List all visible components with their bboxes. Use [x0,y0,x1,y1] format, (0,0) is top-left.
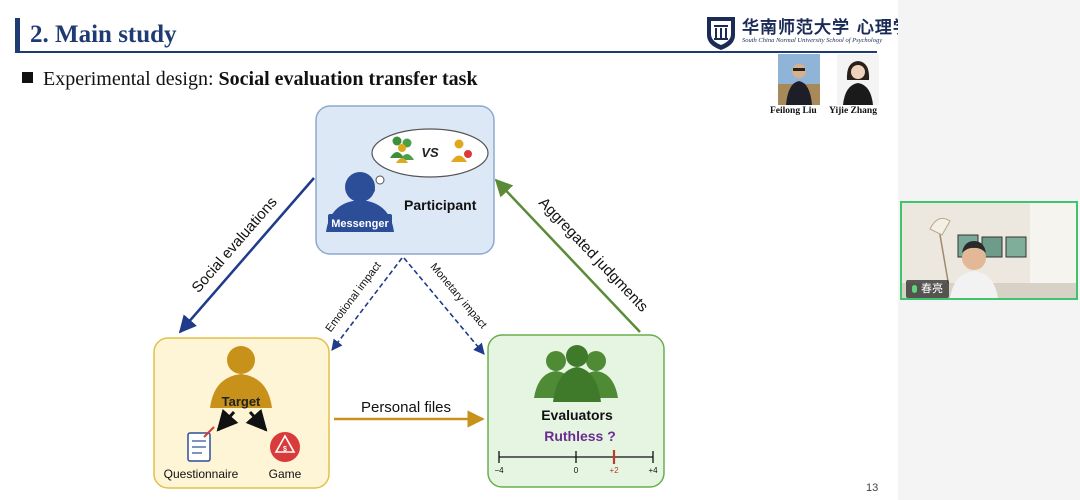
evaluators-node: Evaluators Ruthless ? −4 0 +2 +4 [487,334,665,488]
microphone-icon [912,285,917,293]
evaluators-label: Evaluators [541,407,613,423]
vs-label: VS [421,145,439,160]
messenger-person-icon [326,172,394,232]
participant-name-tag: 春亮 [906,280,949,298]
green-group-icon [390,136,414,163]
scale-min-label: −4 [494,466,504,475]
questionnaire-icon [187,426,215,462]
evaluators-box [487,334,665,488]
label-aggregated-judgments: Aggregated judgments [535,194,651,315]
title-accent-bar [15,18,20,52]
university-subtitle: South China Normal University School of … [742,37,883,44]
slide-title: 2. Main study [30,21,177,48]
ruthless-question: Ruthless ? [544,428,616,444]
arrow-emotional-impact [331,257,403,351]
university-logo: 华南师范大学 心理学院 South China Normal Universit… [704,13,898,51]
scale-max-label: +4 [648,466,658,475]
author-portrait-image [778,54,820,105]
participant-name: 春亮 [921,283,943,295]
title-underline [15,51,877,53]
university-crest-icon [707,17,735,50]
bullet-experimental-design: Experimental design: Social evaluation t… [22,68,478,91]
author-portrait-image [837,54,879,105]
svg-text:$: $ [283,446,287,453]
slide: 2. Main study 华南师范大学 心理学院 South China No… [15,13,898,494]
bullet-emphasis: Social evaluation transfer task [218,68,478,90]
target-person-icon [210,346,272,408]
arrow-monetary-impact [403,257,485,355]
study-diagram: VS Messenger Participant [153,105,665,489]
bullet-square-icon [22,72,33,83]
label-personal-files: Personal files [361,399,451,416]
target-label: Target [222,394,261,409]
participant-label: Participant [404,197,477,213]
author-photo-2 [837,54,879,105]
game-label: Game [269,467,302,481]
rating-scale [498,450,654,464]
page-number: 13 [866,482,879,494]
arrow-to-game [245,408,268,432]
arrow-aggregated-judgments [494,178,641,333]
evaluators-group-icon [534,345,618,402]
scale-marked-label: +2 [609,466,619,475]
participant-node: VS Messenger Participant [315,105,495,255]
messenger-label: Messenger [331,218,389,230]
bullet-prefix: Experimental design: [43,68,219,90]
questionnaire-label: Questionnaire [164,467,239,481]
author-caption-1: Feilong Liu [770,106,817,116]
target-node: Target Questionnaire $ Game [153,337,330,489]
participant-video-tile[interactable]: 春亮 [900,201,1078,300]
label-social-evaluations: Social evaluations [189,194,281,296]
label-monetary-impact: Monetary impact [428,261,489,331]
author-caption-2: Yijie Zhang [829,106,877,116]
person-heart-icon [451,139,472,162]
university-name: 华南师范大学 心理学院 [742,18,898,38]
author-photo-1 [778,54,820,105]
game-icon: $ [270,432,300,462]
label-emotional-impact: Emotional impact [323,260,383,335]
arrow-to-questionnaire [216,408,239,432]
scale-mid-label: 0 [574,466,579,475]
arrow-social-evaluations [178,177,315,334]
